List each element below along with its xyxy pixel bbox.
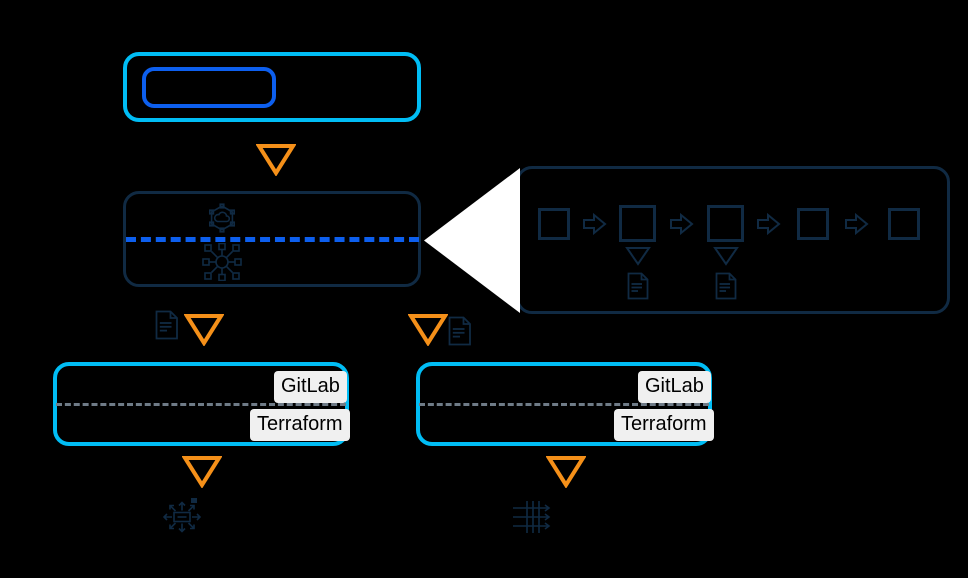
- cloud-hexagon-icon: [204, 202, 240, 238]
- pipeline-document-icon-3: [715, 272, 737, 300]
- environment-separator-right: [419, 403, 709, 406]
- pipeline-artifact-arrow-2: [625, 246, 651, 266]
- flow-arrow-left: [184, 313, 224, 346]
- pipeline-panel-pointer: [424, 168, 524, 313]
- gitlab-badge-left[interactable]: GitLab: [274, 371, 347, 403]
- environment-box-right[interactable]: [416, 362, 712, 446]
- pipeline-stage-2[interactable]: [619, 205, 656, 242]
- top-inner-box[interactable]: [142, 67, 276, 108]
- pipeline-connector-4: [845, 212, 869, 236]
- flow-arrow-top: [256, 143, 296, 176]
- top-container[interactable]: [123, 52, 421, 122]
- gitlab-badge-right[interactable]: GitLab: [638, 371, 711, 403]
- pipeline-document-icon-2: [627, 272, 649, 300]
- pipeline-stage-5[interactable]: [888, 208, 920, 240]
- pipeline-connector-3: [757, 212, 781, 236]
- pipeline-connector-2: [670, 212, 694, 236]
- pipeline-stage-4[interactable]: [797, 208, 829, 240]
- environment-separator-left: [56, 403, 346, 406]
- pipeline-artifact-arrow-3: [713, 246, 739, 266]
- flow-arrow-left-bottom: [182, 455, 222, 488]
- document-icon-left: [155, 310, 179, 340]
- environment-box-left[interactable]: [53, 362, 349, 446]
- scale-out-icon: [160, 496, 204, 538]
- platform-container[interactable]: [123, 191, 421, 287]
- terraform-badge-right[interactable]: Terraform: [614, 409, 714, 441]
- terraform-badge-left[interactable]: Terraform: [250, 409, 350, 441]
- pipeline-connector-1: [583, 212, 607, 236]
- firewall-filter-icon: [510, 496, 556, 538]
- document-icon-right: [448, 316, 472, 346]
- platform-separator: [126, 237, 419, 242]
- flow-arrow-right: [408, 313, 448, 346]
- network-hub-icon: [202, 243, 242, 281]
- flow-arrow-right-bottom: [546, 455, 586, 488]
- pipeline-stage-3[interactable]: [707, 205, 744, 242]
- pipeline-stage-1[interactable]: [538, 208, 570, 240]
